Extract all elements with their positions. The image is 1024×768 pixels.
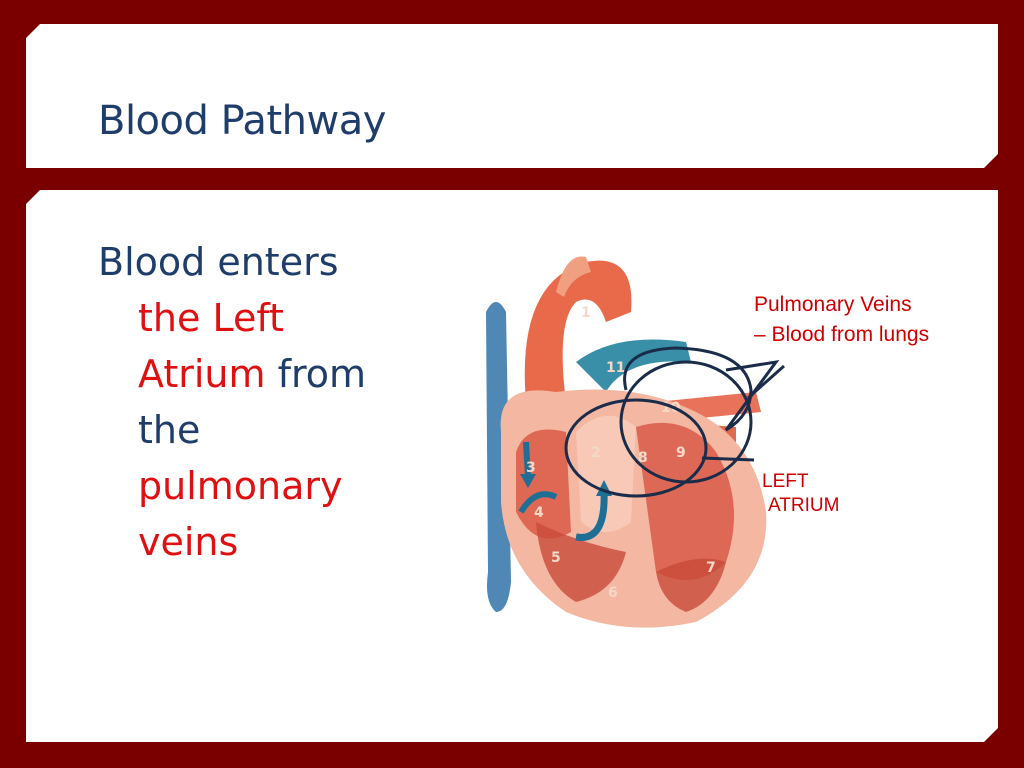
body-line-3: Atrium from: [98, 346, 438, 402]
heart-number-label: 6: [608, 585, 618, 601]
pulmonary-label-line2: – Blood from lungs: [754, 323, 930, 346]
body-line-4: the: [138, 408, 201, 452]
heart-number-label: 4: [534, 505, 544, 521]
heart-number-label: 7: [706, 560, 716, 576]
left-atrium-label: LEFT ATRIUM: [762, 470, 839, 518]
heart-number-label: 9: [676, 445, 686, 461]
body-line-6: veins: [138, 520, 239, 564]
body-line-3-rest: from: [265, 352, 367, 396]
content-panel: Blood enters the Left Atrium from the pu…: [26, 190, 998, 742]
heart-number-label: 10: [661, 400, 681, 416]
body-line-1: Blood enters: [98, 240, 339, 284]
atrium-label-line2: ATRIUM: [768, 495, 840, 516]
body-line-2: the Left: [138, 296, 284, 340]
heart-number-label: 8: [638, 450, 648, 466]
pulmonary-label-line1: Pulmonary Veins: [754, 293, 912, 316]
atrium-label-line1: LEFT: [762, 471, 809, 492]
heart-number-label: 1: [581, 305, 591, 321]
title-panel: Blood Pathway: [26, 24, 998, 168]
aorta: [525, 261, 632, 402]
heart-number-label: 5: [551, 550, 561, 566]
heart-number-label: 3: [526, 460, 536, 476]
vena-cava: [486, 302, 511, 612]
heart-number-label: 11: [606, 360, 625, 376]
body-line-5: pulmonary: [138, 464, 343, 508]
heart-number-label: 2: [591, 445, 601, 461]
body-text: Blood enters the Left Atrium from the pu…: [98, 234, 438, 570]
pulmonary-veins-label: Pulmonary Veins – Blood from lungs: [754, 290, 929, 350]
slide-title: Blood Pathway: [98, 98, 386, 144]
pulmonary-artery: [576, 340, 691, 393]
body-line-3-red: Atrium: [138, 352, 266, 396]
